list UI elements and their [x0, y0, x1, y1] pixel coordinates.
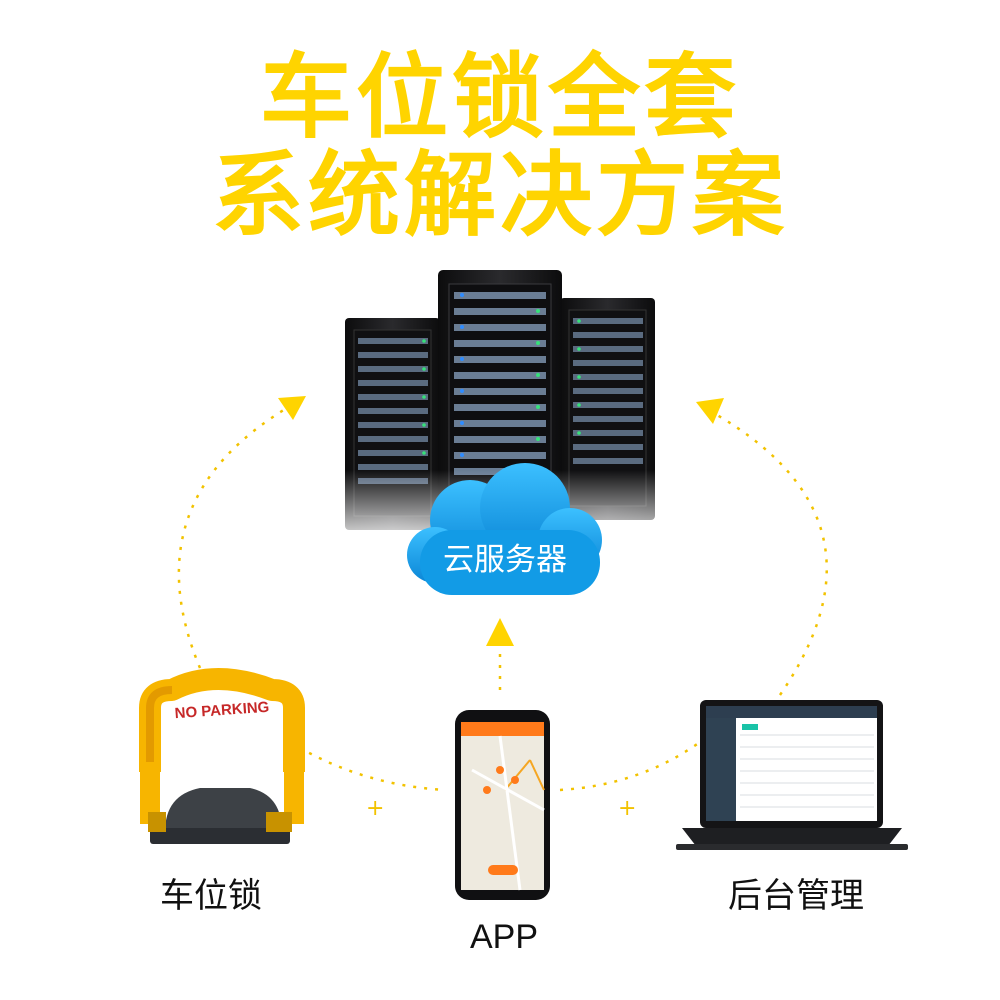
right-arrow-head — [696, 398, 724, 424]
plus-sign-right: + — [618, 796, 637, 821]
left-arrow-head — [278, 396, 306, 420]
center-arrow-head — [486, 618, 514, 646]
cloud-server-label: 云服务器 — [443, 542, 567, 578]
bottom-flow-arc — [289, 740, 701, 792]
title-line-1: 车位锁全套 — [259, 44, 740, 151]
phone-image — [455, 710, 550, 900]
cloud-shape — [407, 463, 602, 595]
plus-sign-left: + — [366, 796, 385, 821]
left-flow-arc — [177, 403, 293, 669]
right-flow-arc — [711, 410, 828, 696]
label-app: APP — [470, 918, 539, 956]
title-line-2: 系统解决方案 — [211, 142, 788, 249]
label-parking-lock: 车位锁 — [160, 876, 262, 916]
laptop-image — [676, 700, 908, 850]
parking-lock-image — [139, 668, 305, 844]
label-admin-backend: 后台管理 — [728, 876, 864, 916]
